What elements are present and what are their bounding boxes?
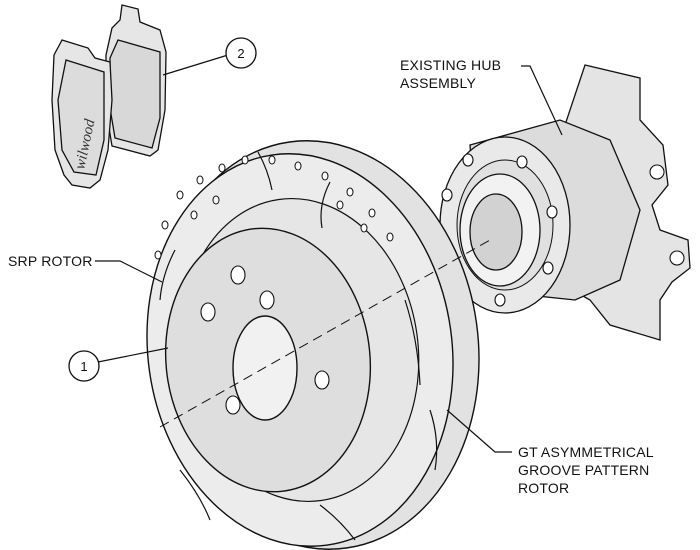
rotor-drilled-holes <box>154 155 394 260</box>
hub-assembly <box>439 64 691 341</box>
rotor-grooves <box>159 151 438 541</box>
callout-2-number: 2 <box>237 46 244 61</box>
rotor-lug-holes <box>200 265 330 415</box>
callout-1: 1 <box>68 347 169 382</box>
callout-1-number: 1 <box>80 359 87 374</box>
gt-rotor-label-line1: GT ASYMMETRICAL <box>518 444 654 460</box>
callout-2: 2 <box>162 37 257 76</box>
rotor <box>146 140 480 550</box>
gt-rotor-label-line3: ROTOR <box>518 480 570 496</box>
brake-pads: wilwood <box>51 4 167 189</box>
srp-rotor-label: SRP ROTOR <box>8 253 93 269</box>
gt-rotor-label-line2: GROOVE PATTERN <box>518 462 650 478</box>
gt-rotor-leader <box>446 409 512 453</box>
hub-label-line2: ASSEMBLY <box>400 75 477 91</box>
srp-rotor-leader <box>95 260 163 283</box>
hub-label-line1: EXISTING HUB <box>400 57 502 73</box>
